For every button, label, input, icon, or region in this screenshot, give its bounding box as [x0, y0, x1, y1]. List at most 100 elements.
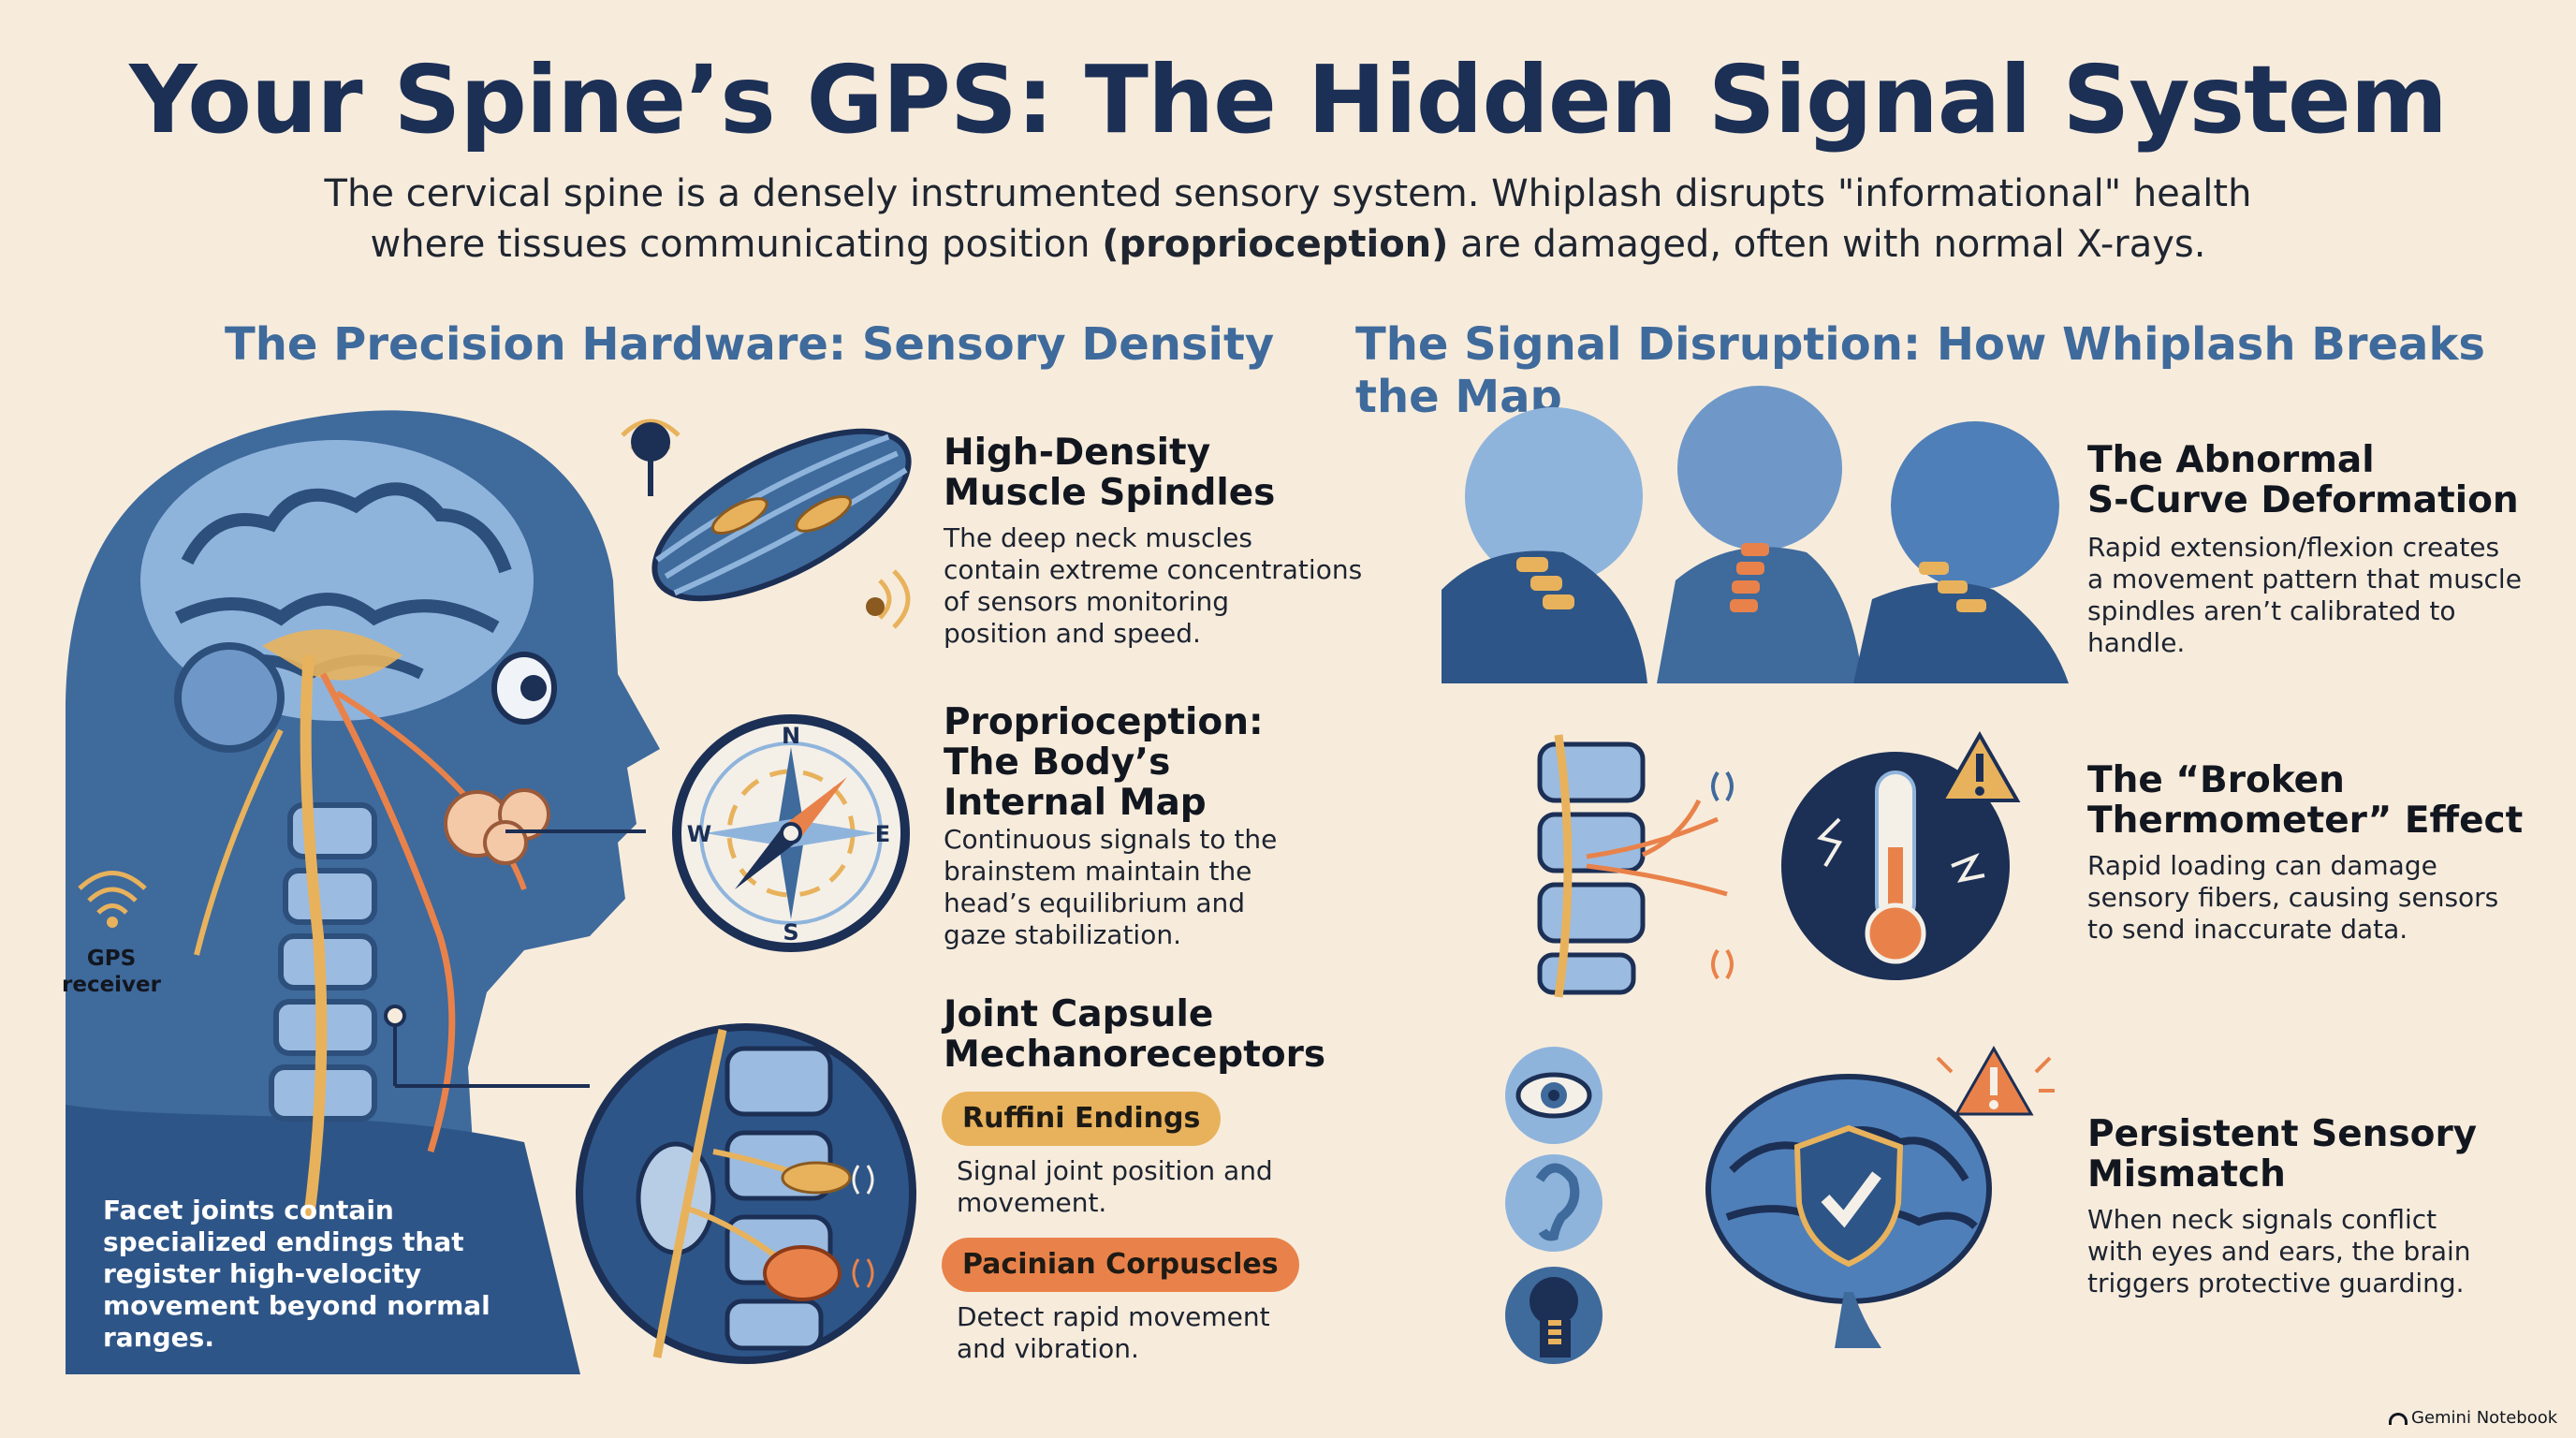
subtitle-text: are damaged, often with normal X-rays.	[1448, 223, 2206, 266]
pacinian-corpuscles-desc: Detect rapid movement and vibration.	[957, 1301, 1270, 1365]
page-title: Your Spine’s GPS: The Hidden Signal Syst…	[129, 45, 2448, 154]
title-line: Internal Map	[944, 782, 1207, 824]
title-line: High-Density	[944, 432, 1211, 474]
right-section-heading: The Signal Disruption: How Whiplash Brea…	[1355, 318, 2485, 423]
ruffini-endings-badge: Ruffini Endings	[942, 1092, 1222, 1146]
desc-line: spindles aren’t calibrated to	[2087, 595, 2456, 626]
broken-thermometer-illustration	[1537, 730, 2021, 998]
gps-signal-icon	[78, 871, 147, 915]
nerve-path	[319, 672, 456, 1153]
nerve-path	[300, 654, 328, 1218]
brain-illustration	[140, 440, 534, 753]
head-neutral	[1657, 386, 1863, 683]
title-line: S-Curve Deformation	[2087, 479, 2519, 521]
subtitle-line-1: The cervical spine is a densely instrume…	[324, 172, 2252, 215]
desc-line: Detect rapid movement	[957, 1301, 1270, 1332]
title-line: Joint Capsule	[944, 993, 1214, 1035]
subtitle-text: where tissues communicating position	[370, 223, 1103, 266]
item-desc-broken-thermometer: Rapid loading can damage sensory fibers,…	[2087, 850, 2498, 946]
item-title-broken-thermometer: The “Broken Thermometer” Effect	[2087, 760, 2523, 841]
desc-line: to send inaccurate data.	[2087, 914, 2408, 945]
joint-capsule-illustration	[576, 1023, 916, 1364]
gps-label-line: receiver	[62, 973, 161, 997]
subtitle-line-2: where tissues communicating position (pr…	[0, 223, 2576, 266]
item-desc-s-curve: Rapid extension/flexion creates a moveme…	[2087, 532, 2522, 659]
desc-line: handle.	[2087, 627, 2186, 658]
item-title-s-curve: The Abnormal S-Curve Deformation	[2087, 440, 2519, 521]
desc-line: contain extreme concentrations	[944, 554, 1363, 585]
item-title-joint-capsule: Joint Capsule Mechanoreceptors	[944, 994, 1325, 1075]
desc-line: brainstem maintain the	[944, 856, 1252, 887]
title-line: Muscle Spindles	[944, 472, 1276, 514]
head-extension	[1442, 407, 1647, 683]
signal-dot	[866, 597, 885, 616]
desc-line: with eyes and ears, the brain	[2087, 1236, 2471, 1267]
desc-line: triggers protective guarding.	[2087, 1268, 2465, 1299]
left-section-heading: The Precision Hardware: Sensory Density	[225, 318, 1275, 371]
gps-dot	[107, 917, 118, 928]
facet-text-line: Facet joints contain	[103, 1195, 394, 1225]
title-line: The Body’s	[944, 741, 1171, 784]
eye-icon	[1505, 1047, 1603, 1144]
facet-text-line: register high-velocity	[103, 1258, 422, 1289]
desc-line: When neck signals conflict	[2087, 1204, 2437, 1235]
warning-triangle-icon	[1954, 1045, 2034, 1116]
desc-line: The deep neck muscles	[944, 522, 1252, 553]
whiplash-heads-illustration	[1442, 386, 2069, 683]
sensory-icons-column	[1505, 1047, 1603, 1364]
eye-illustration	[491, 652, 557, 725]
footer-brand: Gemini Notebook	[2389, 1408, 2557, 1428]
shoulder-shape	[66, 1105, 580, 1374]
title-line: Proprioception:	[944, 701, 1264, 743]
pacinian-corpuscles-badge: Pacinian Corpuscles	[942, 1238, 1299, 1292]
subtitle-bold-term: (proprioception)	[1102, 223, 1449, 266]
desc-line: and vibration.	[957, 1333, 1139, 1364]
neck-icon	[1505, 1267, 1603, 1364]
head-flexion	[1853, 421, 2069, 683]
item-title-proprioception: Proprioception: The Body’s Internal Map	[944, 702, 1264, 823]
muscle-spindle-icon	[621, 418, 912, 629]
facet-text-line: ranges.	[103, 1322, 214, 1353]
compass-e: E	[875, 821, 890, 847]
footer-brand-text: Gemini Notebook	[2411, 1408, 2558, 1428]
desc-line: movement.	[957, 1187, 1107, 1218]
location-pin-icon	[631, 422, 671, 496]
gemini-logo-icon	[2389, 1412, 2408, 1425]
desc-line: Rapid extension/flexion creates	[2087, 532, 2500, 563]
desc-line: Rapid loading can damage	[2087, 850, 2437, 881]
compass-s: S	[783, 919, 798, 946]
item-desc-proprioception: Continuous signals to the brainstem main…	[944, 824, 1277, 951]
title-line: Mismatch	[2087, 1153, 2286, 1196]
item-title-muscle-spindles: High-Density Muscle Spindles	[944, 433, 1275, 513]
facet-text-line: specialized endings that	[103, 1226, 464, 1257]
nerve-path	[194, 728, 284, 956]
desc-line: gaze stabilization.	[944, 919, 1181, 950]
compass-w: W	[687, 821, 711, 847]
connector-node	[384, 1005, 406, 1027]
gps-label-line: GPS	[86, 946, 137, 971]
item-title-sensory-mismatch: Persistent Sensory Mismatch	[2087, 1114, 2477, 1195]
item-desc-muscle-spindles: The deep neck muscles contain extreme co…	[944, 522, 1362, 650]
title-line: Persistent Sensory	[2087, 1113, 2478, 1155]
desc-line: Signal joint position and	[957, 1155, 1273, 1186]
desc-line: sensory fibers, causing sensors	[2087, 882, 2499, 913]
compass-icon: N S E W	[672, 714, 910, 952]
title-line: The Abnormal	[2087, 439, 2375, 481]
desc-line: of sensors monitoring	[944, 586, 1230, 617]
desc-line: head’s equilibrium and	[944, 888, 1246, 918]
brain-shield-illustration	[1705, 1045, 2055, 1348]
desc-line: a movement pattern that muscle	[2087, 564, 2522, 594]
gps-receiver-label: GPS receiver	[60, 946, 163, 998]
compass-n: N	[782, 723, 800, 749]
desc-line: position and speed.	[944, 618, 1201, 649]
warning-triangle-icon	[1939, 730, 2021, 802]
title-line: Thermometer” Effect	[2087, 800, 2524, 842]
facet-text-line: movement beyond normal	[103, 1290, 490, 1321]
ear-icon	[1505, 1154, 1603, 1252]
facet-joint-text: Facet joints contain specialized endings…	[103, 1195, 490, 1354]
item-desc-sensory-mismatch: When neck signals conflict with eyes and…	[2087, 1204, 2471, 1299]
desc-line: Continuous signals to the	[944, 824, 1278, 855]
ruffini-endings-desc: Signal joint position and movement.	[957, 1155, 1273, 1219]
title-line: Mechanoreceptors	[944, 1034, 1326, 1076]
